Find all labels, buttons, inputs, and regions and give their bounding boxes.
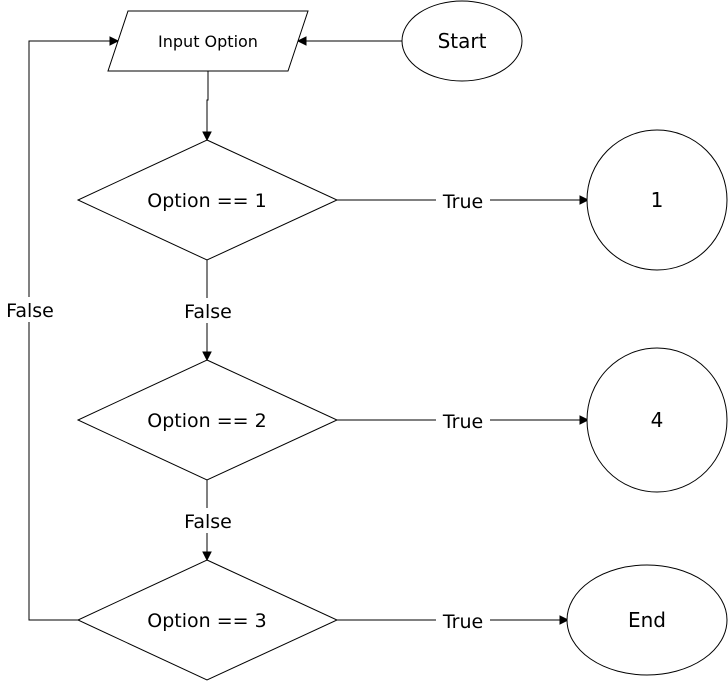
- decision1-node: Option == 1: [76, 139, 339, 261]
- edge-label-true-2: True: [436, 408, 490, 433]
- edge-start-to-input: [296, 36, 402, 46]
- edge-label-true-3: True: [436, 608, 490, 633]
- decision2-node: Option == 2: [76, 359, 339, 481]
- decision1-label: Option == 1: [147, 190, 266, 212]
- result1-node: 1: [586, 129, 728, 271]
- end-node: End: [566, 564, 728, 676]
- start-node: Start: [401, 0, 523, 82]
- input-option-node: Input Option: [107, 10, 309, 72]
- true-label: True: [442, 411, 483, 433]
- edge-label-false-2: False: [178, 508, 238, 533]
- start-label: Start: [438, 29, 487, 53]
- decision3-node: Option == 3: [76, 559, 339, 681]
- result4-label: 4: [651, 408, 664, 432]
- decision2-label: Option == 2: [147, 410, 266, 432]
- result4-node: 4: [586, 347, 728, 493]
- decision3-label: Option == 3: [147, 610, 266, 632]
- result1-label: 1: [651, 188, 664, 212]
- end-label: End: [628, 608, 666, 632]
- false-label: False: [184, 511, 232, 533]
- true-label: True: [442, 191, 483, 213]
- input-option-label: Input Option: [158, 32, 258, 51]
- edge-label-false-loop: False: [0, 297, 60, 322]
- edge-label-false-1: False: [178, 298, 238, 323]
- edge-decision3-false-loop: [28, 36, 120, 621]
- edge-input-to-decision1: [202, 71, 212, 142]
- edge-label-true-1: True: [436, 188, 490, 213]
- true-label: True: [442, 611, 483, 633]
- false-label: False: [6, 300, 54, 322]
- false-label: False: [184, 301, 232, 323]
